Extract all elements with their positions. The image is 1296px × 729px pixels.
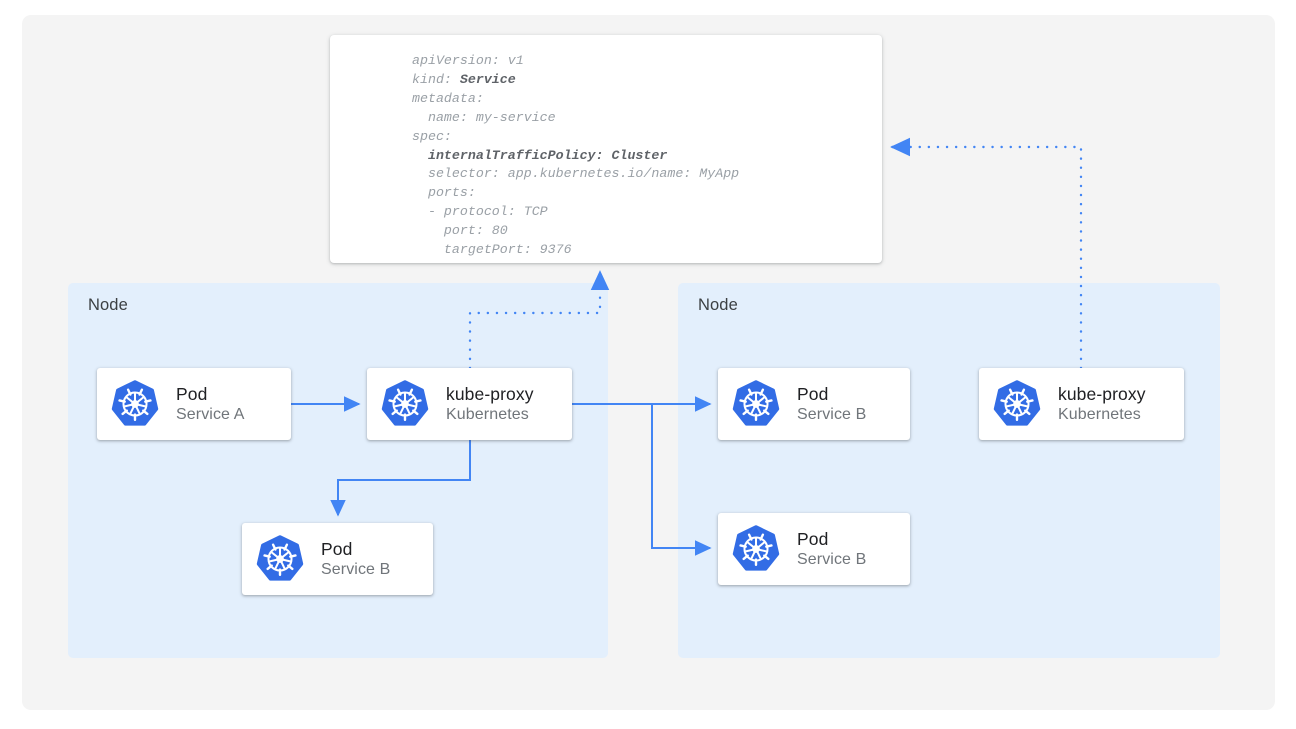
card-subtitle: Kubernetes: [446, 405, 529, 423]
card-subtitle: Kubernetes: [1058, 405, 1141, 423]
kubernetes-icon: [993, 380, 1041, 428]
service-spec-card: apiVersion: v1 kind: Service metadata: n…: [330, 35, 882, 263]
card-title: Pod: [176, 383, 208, 404]
card-subtitle: Service B: [321, 560, 391, 578]
card-pod-service-b-left[interactable]: Pod Service B: [242, 523, 433, 595]
card-text: kube-proxy Kubernetes: [1058, 384, 1146, 425]
card-title: Pod: [321, 538, 353, 559]
card-title: Pod: [797, 383, 829, 404]
node-label-left: Node: [88, 296, 128, 314]
card-subtitle: Service B: [797, 405, 867, 423]
node-label-right: Node: [698, 296, 738, 314]
card-title: kube-proxy: [1058, 383, 1146, 404]
card-kube-proxy-right[interactable]: kube-proxy Kubernetes: [979, 368, 1184, 440]
card-kube-proxy-left[interactable]: kube-proxy Kubernetes: [367, 368, 572, 440]
kubernetes-icon: [381, 380, 429, 428]
card-title: kube-proxy: [446, 383, 534, 404]
service-spec-yaml: apiVersion: v1 kind: Service metadata: n…: [412, 53, 740, 258]
card-title: Pod: [797, 528, 829, 549]
kubernetes-icon: [256, 535, 304, 583]
card-pod-service-a[interactable]: Pod Service A: [97, 368, 291, 440]
card-text: Pod Service B: [797, 529, 866, 570]
card-pod-service-b-right-top[interactable]: Pod Service B: [718, 368, 910, 440]
node-group-right: Node: [678, 283, 1220, 658]
card-text: Pod Service B: [797, 384, 866, 425]
card-text: Pod Service A: [176, 384, 245, 425]
card-subtitle: Service A: [176, 405, 245, 423]
node-group-left: Node: [68, 283, 608, 658]
card-text: Pod Service B: [321, 539, 390, 580]
card-pod-service-b-right-bottom[interactable]: Pod Service B: [718, 513, 910, 585]
card-text: kube-proxy Kubernetes: [446, 384, 534, 425]
kubernetes-icon: [732, 380, 780, 428]
kubernetes-icon: [732, 525, 780, 573]
card-subtitle: Service B: [797, 550, 867, 568]
kubernetes-icon: [111, 380, 159, 428]
